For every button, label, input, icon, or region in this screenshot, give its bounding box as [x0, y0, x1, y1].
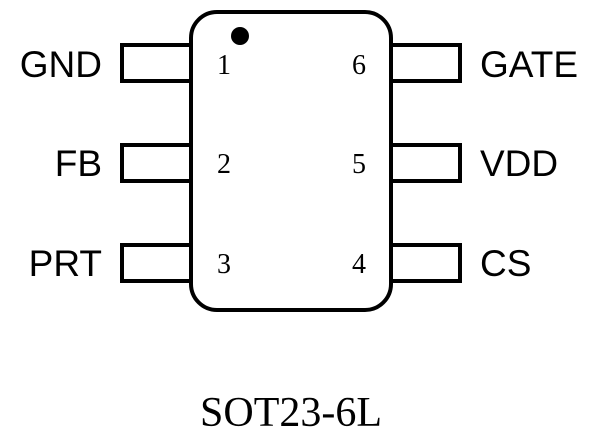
pin-number-3: 3 [217, 249, 231, 280]
pin-lead-4 [389, 243, 462, 283]
pin-label-cs: CS [480, 243, 531, 284]
pin-lead-5 [389, 143, 462, 183]
pin-lead-1 [120, 43, 193, 83]
pin1-marker-dot [231, 27, 249, 45]
pin-number-2: 2 [217, 149, 231, 180]
package-name-caption: SOT23-6L [200, 390, 382, 436]
pin-number-1: 1 [217, 50, 231, 81]
pin-number-5: 5 [352, 149, 366, 180]
pin-number-4: 4 [352, 249, 366, 280]
pin-label-fb: FB [55, 143, 102, 184]
pin-lead-2 [120, 143, 193, 183]
pin-label-vdd: VDD [480, 143, 558, 184]
pin-number-6: 6 [352, 50, 366, 81]
pin-lead-6 [389, 43, 462, 83]
pin-label-gate: GATE [480, 44, 578, 85]
pin-lead-3 [120, 243, 193, 283]
pin-label-prt: PRT [29, 243, 102, 284]
pin-label-gnd: GND [20, 44, 102, 85]
